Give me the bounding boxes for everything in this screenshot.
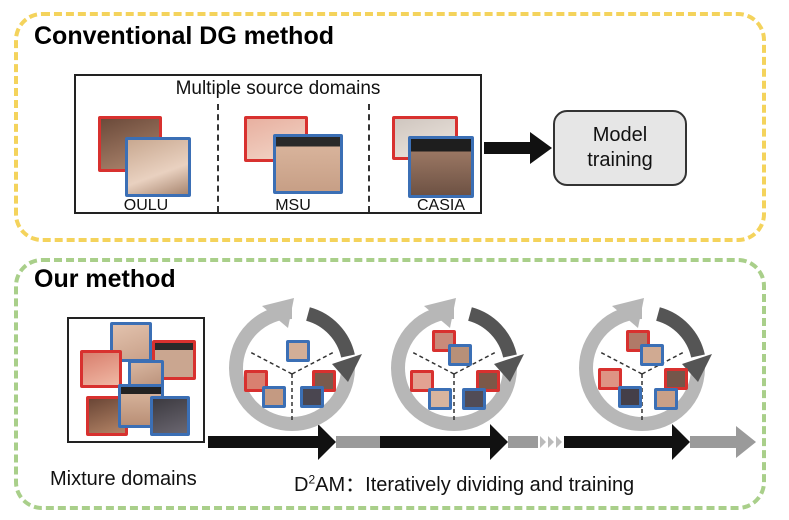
face-image [618, 386, 642, 408]
model-label: Model [592, 124, 648, 146]
model-training-box: Model training [553, 110, 687, 186]
face-image [150, 396, 190, 436]
d2am-base: D [294, 474, 309, 496]
d2am-description: AM：Iteratively dividing and training [315, 474, 635, 496]
domain-label-casia: CASIA [416, 197, 465, 214]
d2am-superscript: 2 [308, 472, 316, 487]
face-image [448, 344, 472, 366]
face-image [664, 368, 688, 390]
our-method-title: Our method [34, 265, 176, 293]
iteration-cycle [579, 298, 712, 431]
to-training-arrow [484, 132, 552, 164]
domain-label-msu: MSU [275, 197, 311, 214]
domain-divider [217, 104, 219, 212]
face-image [476, 370, 500, 392]
face-image [410, 370, 434, 392]
domain-label-oulu: OULU [123, 197, 169, 214]
our-method-section [14, 258, 766, 510]
domain-divider [368, 104, 370, 212]
face-image [273, 134, 343, 194]
face-image [300, 386, 324, 408]
face-image [462, 388, 486, 410]
iteration-cycle [229, 298, 362, 431]
face-image [428, 388, 452, 410]
face-image [80, 350, 122, 388]
face-image [654, 388, 678, 410]
face-image [286, 340, 310, 362]
training-label: training [587, 149, 653, 171]
conventional-section [14, 12, 766, 242]
iteration-arrows [208, 424, 756, 460]
face-image [408, 136, 474, 198]
source-domains-title: Multiple source domains [175, 78, 381, 99]
face-image [262, 386, 286, 408]
face-image [125, 137, 191, 197]
conventional-title: Conventional DG method [34, 22, 334, 50]
face-image [640, 344, 664, 366]
d2am-caption: D2AM：Iteratively dividing and training [294, 468, 634, 497]
iteration-cycle [391, 298, 524, 431]
face-image [598, 368, 622, 390]
mixture-domains-label: Mixture domains [50, 468, 197, 490]
